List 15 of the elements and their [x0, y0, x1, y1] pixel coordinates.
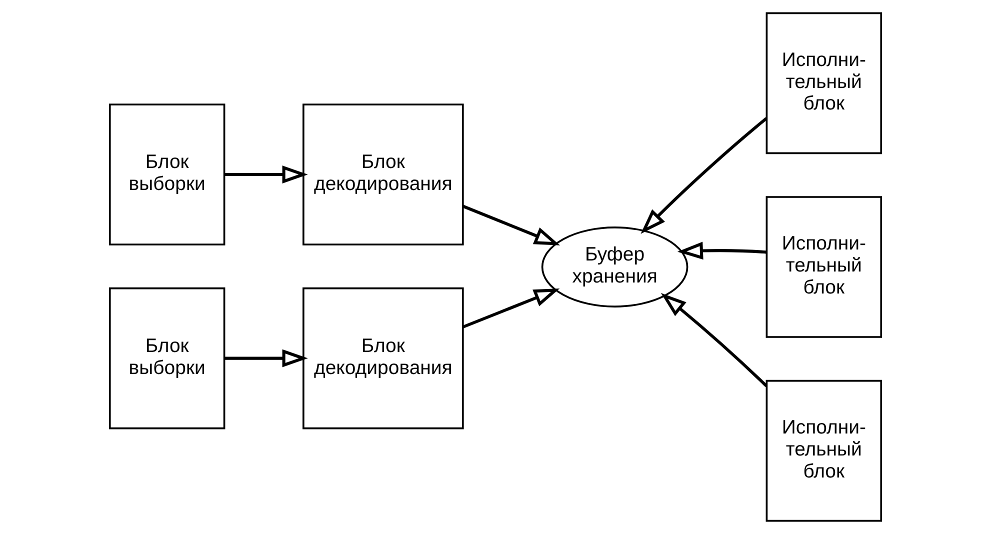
- node-box: Блок выборки: [108, 287, 225, 430]
- arrow: [462, 288, 560, 328]
- node-box: Исполни- тельный блок: [765, 380, 882, 522]
- arrow: [676, 242, 766, 260]
- arrow: [660, 293, 768, 388]
- node-ellipse: Буфер хранения: [540, 226, 688, 308]
- arrow: [224, 166, 308, 184]
- node-box: Исполни- тельный блок: [765, 12, 882, 154]
- node-box: Блок декодирования: [302, 287, 464, 430]
- node-box: Исполни- тельный блок: [765, 196, 882, 338]
- node-box: Блок выборки: [108, 104, 225, 246]
- node-box: Блок декодирования: [302, 104, 464, 246]
- arrow: [462, 204, 560, 246]
- arrow: [640, 117, 767, 234]
- arrow: [224, 349, 308, 368]
